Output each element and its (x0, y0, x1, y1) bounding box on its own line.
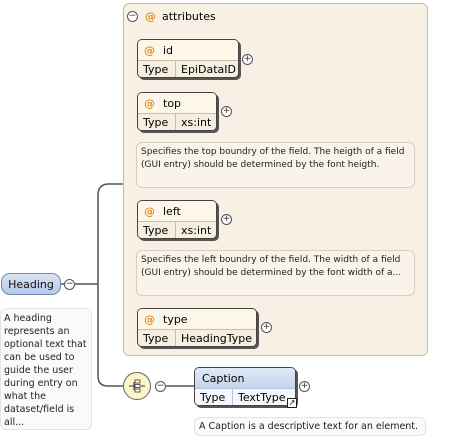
attribute-at-icon: @ (145, 9, 156, 23)
attribute-name: type (163, 312, 188, 326)
caption-name: Caption (195, 368, 295, 388)
reference-arrow-icon: ↗ (287, 398, 297, 408)
heading-element[interactable]: Heading (1, 273, 61, 295)
caption-element[interactable]: Caption Type TextType (194, 367, 296, 406)
expand-left-button[interactable]: + (221, 214, 232, 225)
sequence-icon (129, 379, 145, 393)
attribute-name: left (163, 204, 181, 218)
sequence-compositor[interactable] (123, 372, 151, 400)
sequence-collapse-button[interactable]: − (155, 381, 166, 392)
attribute-top[interactable]: @ top Type xs:int (137, 92, 217, 131)
type-label: Type (138, 61, 176, 77)
attribute-left[interactable]: @ left Type xs:int (137, 200, 217, 239)
caption-documentation: A Caption is a descriptive text for an e… (194, 417, 426, 436)
attribute-at-icon: @ (144, 43, 155, 57)
expand-caption-button[interactable]: + (299, 381, 310, 392)
attribute-name: id (163, 43, 174, 57)
type-label: Type (195, 389, 233, 405)
type-label: Type (138, 330, 176, 346)
heading-collapse-button[interactable]: − (64, 279, 75, 290)
type-value: TextType (238, 391, 286, 404)
expand-id-button[interactable]: + (242, 54, 253, 65)
top-documentation: Specifies the top boundry of the field. … (136, 142, 415, 188)
heading-documentation: A heading represents an optional text th… (0, 308, 92, 430)
attributes-collapse-button[interactable]: − (127, 10, 138, 22)
type-value: HeadingType (181, 332, 253, 345)
left-documentation: Specifies the left boundry of the field.… (136, 250, 415, 296)
expand-type-button[interactable]: + (261, 322, 272, 333)
expand-top-button[interactable]: + (221, 106, 232, 117)
type-value: EpiDataID (181, 63, 236, 76)
attribute-name: top (163, 96, 182, 110)
attributes-group-header: − @ attributes (127, 8, 216, 24)
type-label: Type (138, 222, 176, 238)
type-label: Type (138, 114, 176, 130)
attributes-group-title: attributes (162, 9, 216, 23)
heading-name: Heading (8, 277, 54, 291)
attribute-type[interactable]: @ type Type HeadingType (137, 308, 257, 347)
attribute-at-icon: @ (144, 312, 155, 326)
attribute-id[interactable]: @ id Type EpiDataID (137, 39, 239, 78)
attribute-at-icon: @ (144, 204, 155, 218)
type-value: xs:int (181, 224, 212, 237)
type-value: xs:int (181, 116, 212, 129)
attribute-at-icon: @ (144, 96, 155, 110)
